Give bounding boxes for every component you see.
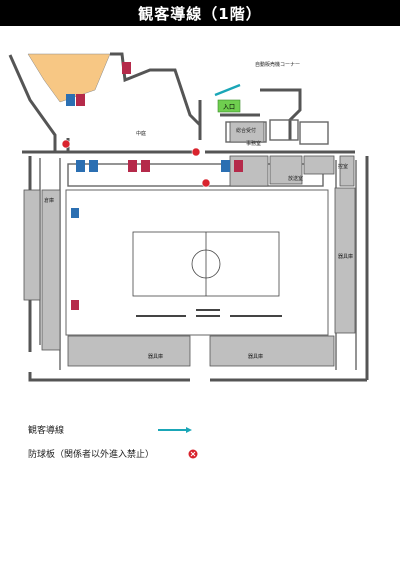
broadcast-label: 放送室 xyxy=(288,175,303,182)
legend-route-label: 観客導線 xyxy=(28,426,65,436)
courtyard-label: 中庭 xyxy=(136,130,146,137)
entrance-label: 入口 xyxy=(223,104,235,111)
storage-left-label: 倉庫 xyxy=(44,197,54,204)
benches xyxy=(136,309,282,317)
gray-rooms xyxy=(23,121,356,367)
audience-route-arrow xyxy=(214,83,241,97)
room-label: 控室 xyxy=(338,163,348,170)
building-walls xyxy=(8,52,369,382)
legend-route: 観客導線 xyxy=(28,423,192,436)
equipment-bottom-right-label: 器具庫 xyxy=(248,353,263,360)
legend-net: 防球板（関係者以外進入禁止） xyxy=(28,447,198,460)
equipment-bottom-left-label: 器具庫 xyxy=(148,353,163,360)
entrance-box xyxy=(217,99,241,113)
arena-floor xyxy=(65,189,329,336)
page-title: 観客導線（1階） xyxy=(138,4,262,23)
general-reception-label: 総合受付 xyxy=(236,127,256,134)
no-entry-icon xyxy=(188,449,198,458)
title-bar: 観客導線（1階） xyxy=(0,0,400,26)
route-line-icon xyxy=(158,426,192,433)
equipment-right-label: 器具庫 xyxy=(338,253,353,260)
restroom-icons xyxy=(66,62,243,310)
vending-label: 自動販売機コーナー xyxy=(255,61,300,68)
legend-net-label: 防球板（関係者以外進入禁止） xyxy=(28,450,155,460)
office-label: 事務室 xyxy=(246,140,261,147)
center-circle xyxy=(191,249,221,279)
net-markers xyxy=(61,139,211,188)
floor-map: 入口 中庭 自動販売機コーナー 総合受付 事務室 器具庫 器具庫 器具庫 控室 … xyxy=(8,52,369,382)
